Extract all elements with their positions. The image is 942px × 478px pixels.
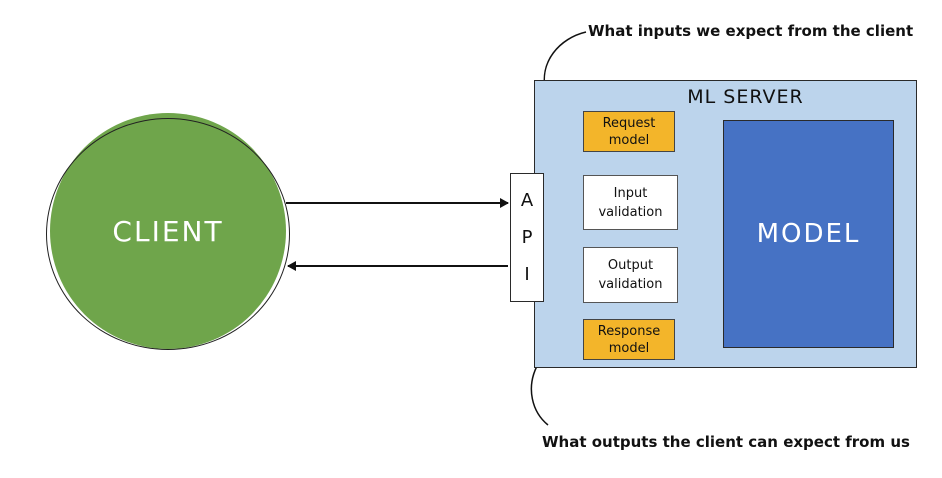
response-model-label: Response model [597, 323, 661, 356]
ml-server-title: ML SERVER [687, 86, 804, 108]
api-letter-i: I [524, 264, 530, 285]
api-letter-a: A [520, 190, 534, 211]
input-validation-box: Input validation [583, 175, 678, 230]
output-validation-label: Output validation [598, 258, 663, 292]
model-box: MODEL [723, 120, 894, 348]
api-letter-p: P [521, 227, 533, 248]
client-outline [46, 118, 290, 350]
api-box: A P I [510, 173, 544, 302]
request-model-box: Request model [583, 111, 675, 152]
response-model-box: Response model [583, 319, 675, 360]
outputs-annotation: What outputs the client can expect from … [542, 433, 910, 451]
model-label: MODEL [756, 219, 861, 249]
request-model-label: Request model [602, 115, 656, 148]
input-validation-label: Input validation [598, 185, 663, 220]
output-validation-box: Output validation [583, 247, 678, 303]
inputs-annotation: What inputs we expect from the client [588, 22, 914, 40]
